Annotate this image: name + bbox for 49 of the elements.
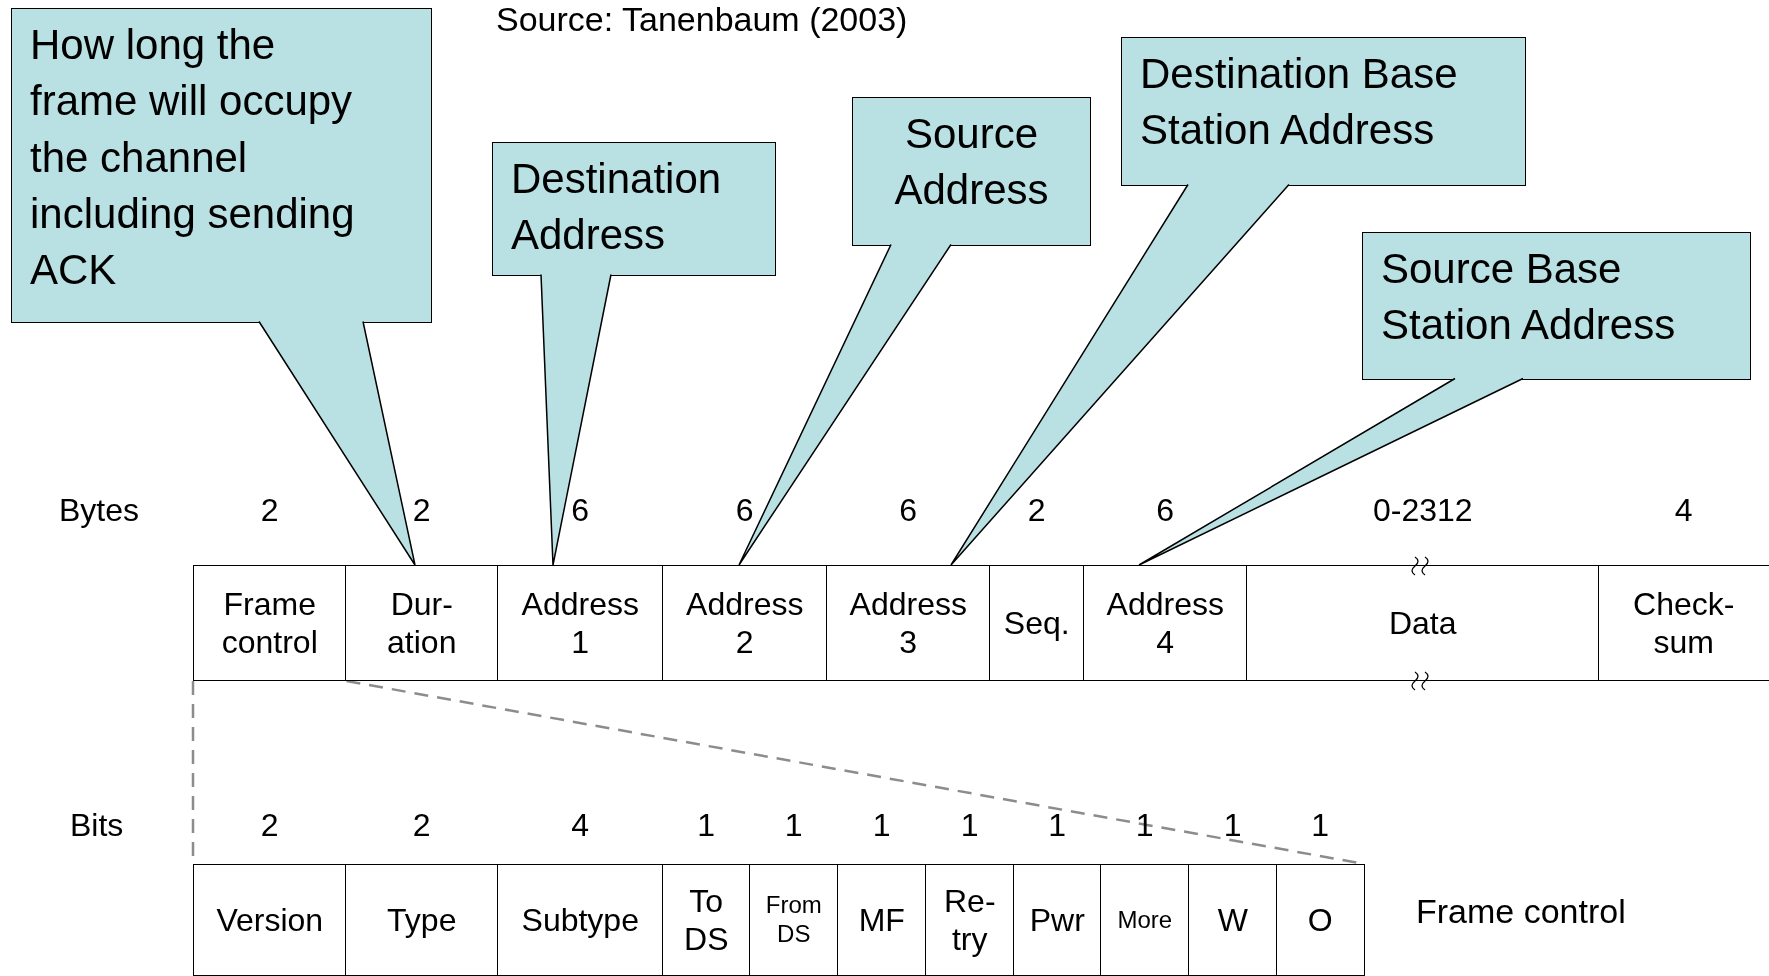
size-number: 4 xyxy=(1673,491,1694,529)
frame-field-cell: To DS xyxy=(662,864,751,976)
row-label: Bits xyxy=(70,807,124,844)
frame-field-cell: Re- try xyxy=(925,864,1015,976)
frame-field-cell: Seq. xyxy=(989,565,1085,681)
frame-field-cell: Frame control xyxy=(193,565,347,681)
size-number: 4 xyxy=(570,806,591,844)
frame-field-cell: Address 1 xyxy=(497,565,664,681)
frame-field-cell: Address 3 xyxy=(826,565,991,681)
size-number: 1 xyxy=(1134,806,1155,844)
frame-field-cell: O xyxy=(1276,864,1365,976)
frame-field-cell: Type xyxy=(345,864,499,976)
size-number: 6 xyxy=(570,491,591,529)
frame-field-cell: More xyxy=(1100,864,1190,976)
callout-box: Source Base Station Address xyxy=(1362,232,1751,380)
frame-field-cell: Version xyxy=(193,864,347,976)
size-number: 6 xyxy=(734,491,755,529)
size-number: 1 xyxy=(696,806,717,844)
size-number: 2 xyxy=(1026,491,1047,529)
size-number: 1 xyxy=(959,806,980,844)
size-number: 2 xyxy=(259,806,280,844)
size-number: 1 xyxy=(783,806,804,844)
size-number: 0-2312 xyxy=(1371,491,1474,529)
size-number: 1 xyxy=(1222,806,1243,844)
frame-field-cell: Address 2 xyxy=(662,565,828,681)
frame-field-cell: W xyxy=(1188,864,1278,976)
callout-box: Destination Address xyxy=(492,142,776,276)
size-number: 1 xyxy=(1310,806,1331,844)
frame-field-cell: From DS xyxy=(749,864,839,976)
size-number: 6 xyxy=(898,491,919,529)
frame-field-cell: Data xyxy=(1246,565,1600,681)
callout-box: How long the frame will occupy the channel including sending ACK xyxy=(11,8,432,323)
callout-box: Destination Base Station Address xyxy=(1121,37,1526,186)
frame-field-cell: Subtype xyxy=(497,864,664,976)
size-number: 1 xyxy=(871,806,892,844)
source-note: Source: Tanenbaum (2003) xyxy=(496,0,908,39)
frame-field-cell: Pwr xyxy=(1013,864,1102,976)
size-number: 6 xyxy=(1155,491,1176,529)
frame-field-cell: MF xyxy=(837,864,927,976)
frame-field-cell: Address 4 xyxy=(1083,565,1248,681)
size-number: 2 xyxy=(411,491,432,529)
size-number: 1 xyxy=(1047,806,1068,844)
frame-field-cell: Check- sum xyxy=(1598,565,1769,681)
row-label: Bytes xyxy=(59,492,140,529)
size-number: 2 xyxy=(411,806,432,844)
callout-box: Source Address xyxy=(852,97,1091,246)
frame-field-cell: Dur- ation xyxy=(345,565,499,681)
row-label: Frame control xyxy=(1416,892,1626,931)
size-number: 2 xyxy=(259,491,280,529)
